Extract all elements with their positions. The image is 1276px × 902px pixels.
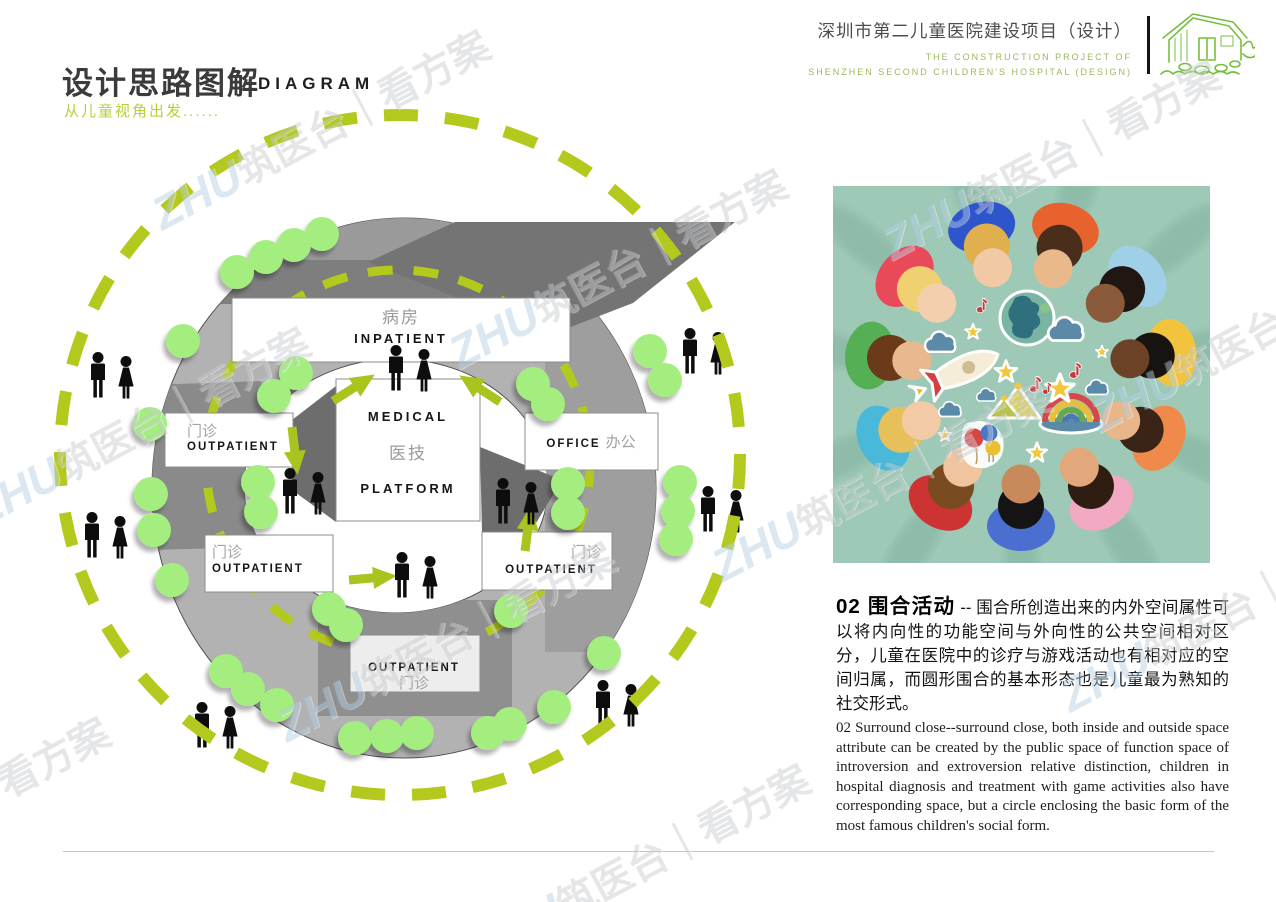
outpatient-b-en: OUTPATIENT (368, 662, 460, 674)
outpatient-upper-left-box (164, 412, 294, 468)
caption-english: 02 Surround close--surround close, both … (836, 720, 1229, 834)
box-labels: 病房 INPATIENT MEDICAL 医技 PLATFORM 门诊 OUTP… (187, 308, 636, 692)
outpatient-ul-cn: 门诊 (187, 423, 217, 440)
person-woman-icon (222, 706, 238, 749)
green-dot (659, 522, 693, 556)
green-dot (220, 255, 254, 289)
green-dot (260, 688, 294, 722)
green-dot (661, 494, 695, 528)
caption-heading: 02 围合活动 (836, 595, 956, 618)
green-dot (137, 513, 171, 547)
outpatient-ll-cn: 门诊 (212, 544, 242, 561)
caption-block: 02 围合活动 -- 围合所创造出来的内外空间属性可以将内向性的功能空间与外向性… (836, 595, 1229, 836)
green-dot (257, 379, 291, 413)
outer-dashed-circle (54, 109, 746, 801)
outpatient-lr-en: OUTPATIENT (505, 564, 597, 576)
medical-box (335, 378, 481, 522)
flow-arrow-icon (459, 375, 503, 406)
green-dot (305, 217, 339, 251)
green-dot (244, 495, 278, 529)
footer-rule (63, 851, 1214, 852)
outpatient-bottom-box (349, 634, 481, 693)
green-dot (338, 721, 372, 755)
child-figure (820, 204, 957, 323)
green-dot (134, 477, 168, 511)
inpatient-label-en: INPATIENT (354, 331, 448, 346)
outpatient-ll-en: OUTPATIENT (212, 563, 304, 575)
label-boxes (164, 297, 659, 693)
green-dot (587, 636, 621, 670)
green-dot (633, 334, 667, 368)
flow-arrow-icon (516, 506, 539, 552)
medical-label-cn: 医技 (389, 444, 427, 463)
green-dot (241, 465, 275, 499)
green-dot (231, 672, 265, 706)
inpatient-label-cn: 病房 (382, 308, 420, 327)
green-dot (133, 407, 167, 441)
earth-sticker (998, 289, 1056, 347)
concept-diagram: 病房 INPATIENT MEDICAL 医技 PLATFORM 门诊 OUTP… (54, 109, 746, 801)
page-subtitle: 从儿童视角出发...... (64, 103, 221, 120)
outpatient-b-cn: 门诊 (399, 675, 429, 692)
outpatient-ul-en: OUTPATIENT (187, 441, 279, 453)
person-woman-icon (118, 356, 134, 399)
green-dot (277, 228, 311, 262)
balloons-sticker (961, 421, 1004, 469)
child-figure (1085, 204, 1222, 323)
green-dot (494, 594, 528, 628)
person-man-icon (395, 552, 409, 598)
outpatient-lower-left-box (204, 534, 334, 593)
medical-label-1: MEDICAL (368, 409, 448, 424)
person-woman-icon (112, 516, 128, 559)
flow-arrow-icon (348, 566, 397, 589)
castle-sticker (986, 382, 1042, 420)
farm-sketch-logo-icon (1160, 13, 1255, 75)
header-divider (1147, 16, 1150, 74)
flow-arrow-icon (330, 374, 375, 405)
ribbon-dark (368, 222, 735, 335)
project-title-en: THE CONSTRUCTION PROJECT OF SHENZHEN SEC… (808, 52, 1132, 77)
rainbow-sticker (1038, 393, 1104, 435)
office-box (524, 412, 659, 471)
sticker-drawings (907, 289, 1110, 469)
green-dot (279, 356, 313, 390)
project-title: 深圳市第二儿童医院建设项目（设计） (817, 21, 1132, 41)
green-dot (537, 690, 571, 724)
outpatient-lower-right-box (481, 531, 613, 591)
green-dot (551, 467, 585, 501)
green-dot (370, 719, 404, 753)
green-dot (166, 324, 200, 358)
green-dot (531, 387, 565, 421)
project-title-block: 深圳市第二儿童医院建设项目（设计） THE CONSTRUCTION PROJE… (808, 18, 1132, 80)
person-man-icon (283, 468, 297, 514)
children-circle-photo (762, 122, 1276, 634)
page-title: 设计思路图解 (62, 66, 260, 101)
person-man-icon (85, 512, 99, 558)
flow-arrows (283, 374, 539, 589)
green-dot (551, 496, 585, 530)
person-man-icon (683, 328, 697, 374)
green-dots (133, 217, 697, 755)
green-dot (663, 465, 697, 499)
person-man-icon (91, 352, 105, 398)
green-dot (493, 707, 527, 741)
green-dot (648, 363, 682, 397)
person-man-icon (701, 486, 715, 532)
medical-label-2: PLATFORM (360, 481, 455, 496)
child-figure (879, 447, 983, 596)
caption-chinese: 02 围合活动 -- 围合所创造出来的内外空间属性可以将内向性的功能空间与外向性… (836, 595, 1229, 713)
green-dot (400, 716, 434, 750)
page-title-en: DIAGRAM (258, 74, 375, 93)
green-dot (155, 563, 189, 597)
person-woman-icon (422, 556, 438, 599)
child-figure (784, 400, 941, 490)
outpatient-lr-cn: 门诊 (571, 544, 601, 561)
rocket-sticker (907, 349, 1000, 403)
flow-arrow-icon (283, 426, 306, 475)
green-dot (329, 608, 363, 642)
green-dot (249, 240, 283, 274)
